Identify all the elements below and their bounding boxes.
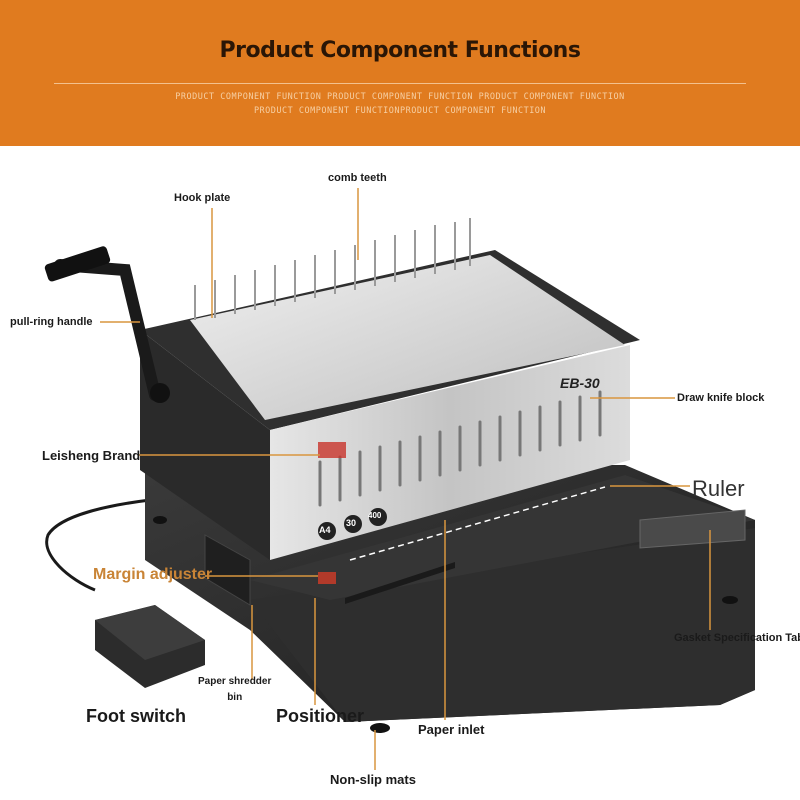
page-title: Product Component Functions [219,38,581,63]
badge-30 [344,515,362,533]
label-hook-plate: Hook plate [174,192,231,204]
label-paper-shredder-bin: Paper shredder bin [198,674,271,706]
badge-30-text: 30 [346,518,357,528]
spec-badges [318,508,387,540]
handle-grip [44,246,111,282]
header-banner: Product Component Functions PRODUCT COMP… [0,0,800,146]
margin-adjuster-knob [318,572,336,584]
banner-subtitle-1: PRODUCT COMPONENT FUNCTION PRODUCT COMPO… [175,92,625,102]
label-non-slip-mats: Non-slip mats [330,772,416,787]
paper-shredder-bin [204,534,251,606]
top-plate [190,255,625,420]
foot-front [370,723,390,733]
label-leisheng-brand: Leisheng Brand [42,448,141,463]
badge-a4 [318,522,336,540]
label-draw-knife-block: Draw knife block [677,392,765,404]
badge-400-text: 400 [368,511,382,520]
foot-left [153,516,167,524]
front-slots [318,390,602,507]
label-gasket-spec-table: Gasket Specification Table [674,632,800,644]
label-comb-teeth: comb teeth [328,172,387,184]
paper-inlet-guide [349,486,606,561]
label-paper-shredder-bin-line1: Paper shredder [198,676,272,687]
handle-hub [150,383,170,403]
label-margin-adjuster: Margin adjuster [93,566,213,583]
power-cord [45,498,151,592]
housing-shell [140,330,270,560]
comb-teeth [194,218,471,320]
model-label: EB-30 [560,375,600,391]
banner-subtitle-2: PRODUCT COMPONENT FUNCTIONPRODUCT COMPON… [253,106,547,116]
label-paper-shredder-bin-line2: bin [227,692,243,703]
label-foot-switch: Foot switch [86,706,186,726]
banner-divider [54,83,746,84]
brand-logo-mark [318,442,346,458]
label-paper-inlet: Paper inlet [418,722,485,737]
gasket-spec-plate [639,509,746,549]
badge-400 [369,508,387,526]
label-positioner: Positioner [276,706,365,726]
binding-machine-illustration: EB-30 [44,188,755,770]
front-tray-top [250,475,755,600]
badge-a4-text: A4 [319,525,331,535]
positioner-slot [345,562,455,604]
front-panel [270,345,630,560]
label-ruler: Ruler [692,476,745,501]
label-pull-ring-handle: pull-ring handle [10,316,93,328]
foot-right [722,596,738,604]
front-tray [250,528,755,722]
foot-switch-top [95,605,205,660]
